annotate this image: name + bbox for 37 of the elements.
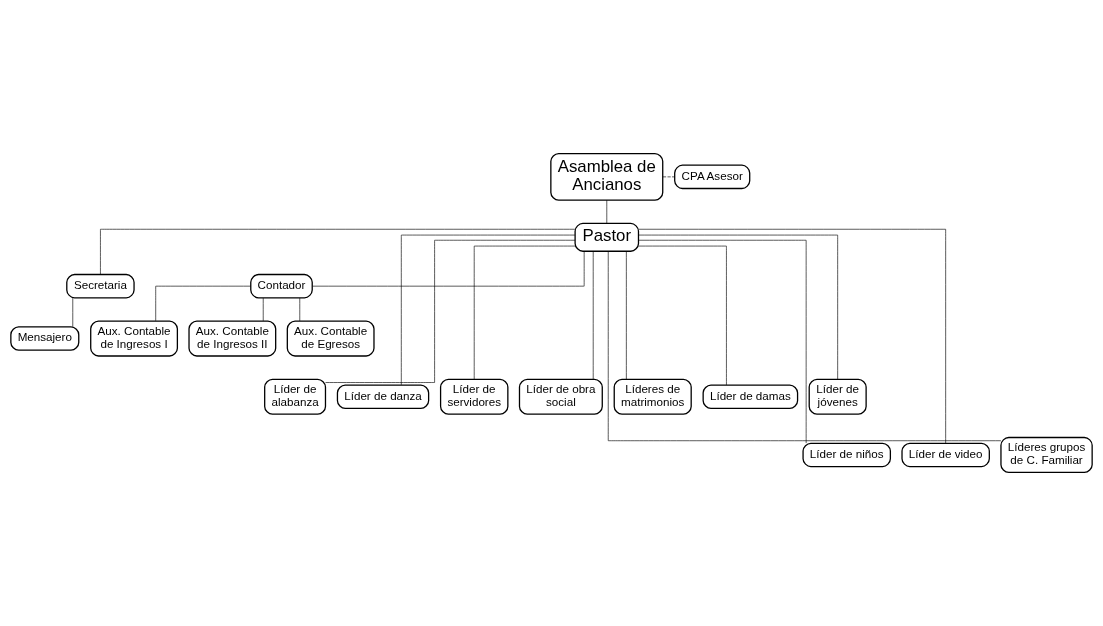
connector bbox=[400, 234, 576, 386]
node-box: Líder de jóvenes bbox=[808, 378, 867, 415]
node-box: Líderes grupos de C. Familiar bbox=[1000, 436, 1093, 474]
connector bbox=[592, 251, 594, 380]
connector bbox=[312, 251, 585, 287]
node-box: Aux. Contable de Ingresos II bbox=[188, 320, 277, 357]
connector bbox=[606, 199, 608, 224]
node-box: Aux. Contable de Ingresos I bbox=[90, 320, 179, 357]
connector bbox=[607, 251, 1002, 442]
connector bbox=[473, 245, 576, 380]
connector bbox=[155, 285, 252, 322]
connector bbox=[100, 228, 576, 275]
connector bbox=[262, 297, 264, 322]
node-box: Líder de niños bbox=[802, 442, 891, 468]
connector bbox=[72, 297, 74, 328]
node-box: Contador bbox=[250, 273, 313, 299]
node-box: Líder de danza bbox=[336, 384, 430, 410]
connector bbox=[638, 228, 946, 444]
node-box: Aux. Contable de Egresos bbox=[286, 320, 375, 357]
node-box: Asamblea de Ancianos bbox=[550, 152, 664, 201]
connector bbox=[638, 239, 807, 444]
connector bbox=[626, 251, 627, 380]
connector bbox=[299, 297, 301, 322]
connector bbox=[325, 239, 576, 383]
node-box: Líder de servidores bbox=[439, 378, 509, 415]
node-box: CPA Asesor bbox=[674, 164, 751, 190]
node-box: Líder de damas bbox=[702, 384, 799, 410]
node-box: Secretaria bbox=[66, 273, 135, 299]
node-box: Líder de video bbox=[901, 442, 990, 468]
node-box: Líderes de matrimonios bbox=[613, 378, 692, 415]
node-box: Líder de alabanza bbox=[264, 378, 327, 415]
connector bbox=[638, 245, 727, 386]
node-box: Líder de obra social bbox=[518, 378, 603, 415]
node-box: Mensajero bbox=[10, 326, 80, 351]
node-box: Pastor bbox=[574, 222, 640, 252]
connector bbox=[662, 176, 675, 178]
connector bbox=[638, 234, 838, 380]
